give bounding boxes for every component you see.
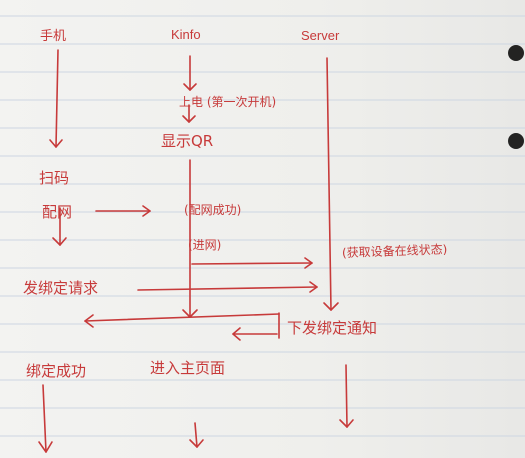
phone-send-bind-request: 发绑定请求 <box>23 279 99 297</box>
phone-scan: 扫码 <box>39 169 70 187</box>
header-kinfo: Kinfo <box>171 27 201 42</box>
header-phone: 手机 <box>40 28 67 43</box>
phone-bind-success: 绑定成功 <box>26 362 87 380</box>
binder-hole-top <box>508 45 524 61</box>
header-server: Server <box>301 28 340 43</box>
kinfo-net-success: (配网成功) <box>184 203 242 217</box>
kinfo-enter-home: 进入主页面 <box>150 359 226 377</box>
phone-config-net: 配网 <box>42 203 73 221</box>
binder-hole-middle <box>508 133 524 149</box>
server-send-bind-notice: 下发绑定通知 <box>287 319 378 337</box>
server-get-status: (获取设备在线状态) <box>341 242 448 260</box>
kinfo-power-on: 上电 (第一次开机) <box>179 95 277 109</box>
kinfo-join-net: (进网) <box>188 238 222 252</box>
kinfo-show-qr: 显示QR <box>161 132 214 150</box>
